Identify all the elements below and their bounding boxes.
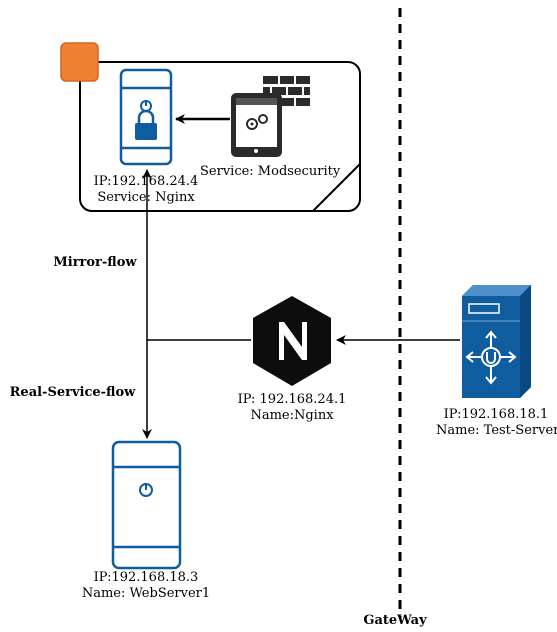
mirror-node-service-label: Service: Nginx bbox=[97, 190, 195, 205]
gateway-label: GateWay bbox=[363, 613, 427, 628]
web-server-name-label: Name: WebServer1 bbox=[81, 586, 211, 601]
modsecurity-service-label: Service: Modsecurity bbox=[200, 164, 341, 179]
real-service-flow-label: Real-Service-flow bbox=[9, 385, 136, 400]
nginx-ip-label: IP: 192.168.24.1 bbox=[237, 392, 347, 407]
test-server-ip-label: IP:192.168.18.1 bbox=[443, 407, 549, 422]
lock-server-icon[interactable] bbox=[119, 68, 173, 166]
nginx-icon[interactable] bbox=[253, 296, 331, 386]
web-server-icon[interactable] bbox=[111, 440, 182, 570]
mirror-flow-label: Mirror-flow bbox=[53, 255, 137, 270]
orange-marker-icon bbox=[60, 42, 99, 82]
mirror-node-ip-label: IP:192.168.24.4 bbox=[93, 174, 199, 189]
test-server-name-label: Name: Test-Server bbox=[436, 423, 557, 438]
nginx-name-label: Name:Nginx bbox=[250, 408, 334, 423]
test-server-icon[interactable] bbox=[462, 285, 531, 398]
modsecurity-firewall-icon[interactable] bbox=[231, 76, 310, 157]
web-server-ip-label: IP:192.168.18.3 bbox=[93, 570, 199, 585]
